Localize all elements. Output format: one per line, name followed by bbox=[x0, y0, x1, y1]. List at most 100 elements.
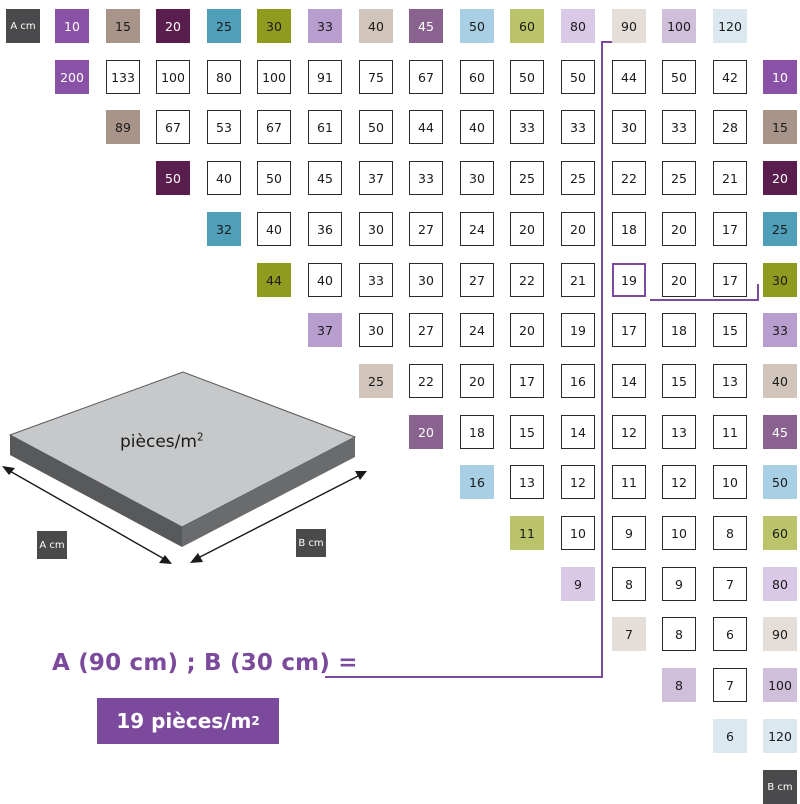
table-cell: 18 bbox=[460, 415, 494, 449]
table-cell: 27 bbox=[460, 263, 494, 297]
table-cell: 50 bbox=[257, 161, 291, 195]
b-size-header: 45 bbox=[763, 415, 797, 449]
table-cell: 10 bbox=[561, 516, 595, 550]
table-cell: 20 bbox=[662, 212, 696, 246]
table-cell: 15 bbox=[713, 313, 747, 347]
a-axis-label: A cm bbox=[6, 9, 40, 43]
table-cell: 50 bbox=[561, 60, 595, 94]
a-size-header: 15 bbox=[106, 9, 140, 43]
table-cell: 27 bbox=[409, 212, 443, 246]
diagonal-value: 37 bbox=[308, 313, 342, 347]
dimension-arrow-b bbox=[190, 471, 367, 563]
dimension-arrow-a bbox=[2, 466, 172, 564]
example-formula: A (90 cm) ; B (30 cm) = bbox=[52, 650, 358, 676]
table-cell: 18 bbox=[612, 212, 646, 246]
table-cell: 13 bbox=[662, 415, 696, 449]
table-cell: 17 bbox=[612, 313, 646, 347]
table-cell: 28 bbox=[713, 110, 747, 144]
table-cell: 44 bbox=[612, 60, 646, 94]
table-cell: 7 bbox=[713, 668, 747, 702]
table-cell: 9 bbox=[662, 567, 696, 601]
table-cell: 22 bbox=[510, 263, 544, 297]
table-cell: 40 bbox=[460, 110, 494, 144]
table-cell: 80 bbox=[207, 60, 241, 94]
table-cell: 33 bbox=[662, 110, 696, 144]
table-cell: 21 bbox=[713, 161, 747, 195]
table-cell: 20 bbox=[510, 313, 544, 347]
b-size-header: 50 bbox=[763, 465, 797, 499]
table-cell: 45 bbox=[308, 161, 342, 195]
tile-illustration bbox=[2, 371, 367, 564]
table-cell: 30 bbox=[409, 263, 443, 297]
table-cell: 50 bbox=[510, 60, 544, 94]
b-size-header: 60 bbox=[763, 516, 797, 550]
table-cell: 11 bbox=[713, 415, 747, 449]
b-size-header: 80 bbox=[763, 567, 797, 601]
a-size-header: 10 bbox=[55, 9, 89, 43]
diagonal-value: 200 bbox=[55, 60, 89, 94]
diagonal-value: 8 bbox=[662, 668, 696, 702]
table-cell: 133 bbox=[106, 60, 140, 94]
table-cell: 67 bbox=[257, 110, 291, 144]
table-cell: 33 bbox=[510, 110, 544, 144]
table-cell: 24 bbox=[460, 212, 494, 246]
table-cell: 22 bbox=[612, 161, 646, 195]
table-cell: 15 bbox=[510, 415, 544, 449]
table-cell: 8 bbox=[612, 567, 646, 601]
table-cell: 20 bbox=[662, 263, 696, 297]
diagonal-value: 20 bbox=[409, 415, 443, 449]
table-cell: 11 bbox=[612, 465, 646, 499]
table-cell: 67 bbox=[156, 110, 190, 144]
a-size-header: 40 bbox=[359, 9, 393, 43]
table-cell: 36 bbox=[308, 212, 342, 246]
table-cell: 14 bbox=[561, 415, 595, 449]
a-size-header: 30 bbox=[257, 9, 291, 43]
table-cell: 100 bbox=[257, 60, 291, 94]
diagonal-value: 50 bbox=[156, 161, 190, 195]
table-cell: 10 bbox=[662, 516, 696, 550]
table-cell: 61 bbox=[308, 110, 342, 144]
table-cell: 14 bbox=[612, 364, 646, 398]
b-size-header: 10 bbox=[763, 60, 797, 94]
table-cell: 8 bbox=[713, 516, 747, 550]
a-size-header: 33 bbox=[308, 9, 342, 43]
diagonal-value: 6 bbox=[713, 719, 747, 753]
table-cell: 10 bbox=[713, 465, 747, 499]
table-cell: 40 bbox=[308, 263, 342, 297]
highlighted-value: 19 bbox=[612, 263, 646, 297]
b-size-header: 100 bbox=[763, 668, 797, 702]
table-cell: 25 bbox=[561, 161, 595, 195]
table-cell: 42 bbox=[713, 60, 747, 94]
table-cell: 75 bbox=[359, 60, 393, 94]
table-cell: 9 bbox=[612, 516, 646, 550]
table-cell: 12 bbox=[612, 415, 646, 449]
table-cell: 20 bbox=[510, 212, 544, 246]
table-cell: 22 bbox=[409, 364, 443, 398]
table-cell: 33 bbox=[561, 110, 595, 144]
table-cell: 60 bbox=[460, 60, 494, 94]
table-cell: 25 bbox=[662, 161, 696, 195]
tile-unit-label: pièces/m2 bbox=[120, 432, 204, 452]
b-size-header: 90 bbox=[763, 617, 797, 651]
b-size-header: 40 bbox=[763, 364, 797, 398]
b-size-header: 25 bbox=[763, 212, 797, 246]
b-size-header: 30 bbox=[763, 263, 797, 297]
tile-dimension-a-label: A cm bbox=[37, 531, 67, 559]
table-cell: 7 bbox=[713, 567, 747, 601]
table-cell: 17 bbox=[713, 212, 747, 246]
a-size-header: 60 bbox=[510, 9, 544, 43]
table-cell: 30 bbox=[460, 161, 494, 195]
table-cell: 20 bbox=[460, 364, 494, 398]
diagonal-value: 32 bbox=[207, 212, 241, 246]
table-cell: 30 bbox=[359, 212, 393, 246]
table-cell: 21 bbox=[561, 263, 595, 297]
table-cell: 19 bbox=[561, 313, 595, 347]
a-size-header: 45 bbox=[409, 9, 443, 43]
a-size-header: 120 bbox=[713, 9, 747, 43]
diagonal-value: 44 bbox=[257, 263, 291, 297]
table-cell: 37 bbox=[359, 161, 393, 195]
table-cell: 100 bbox=[156, 60, 190, 94]
a-size-header: 50 bbox=[460, 9, 494, 43]
a-size-header: 25 bbox=[207, 9, 241, 43]
